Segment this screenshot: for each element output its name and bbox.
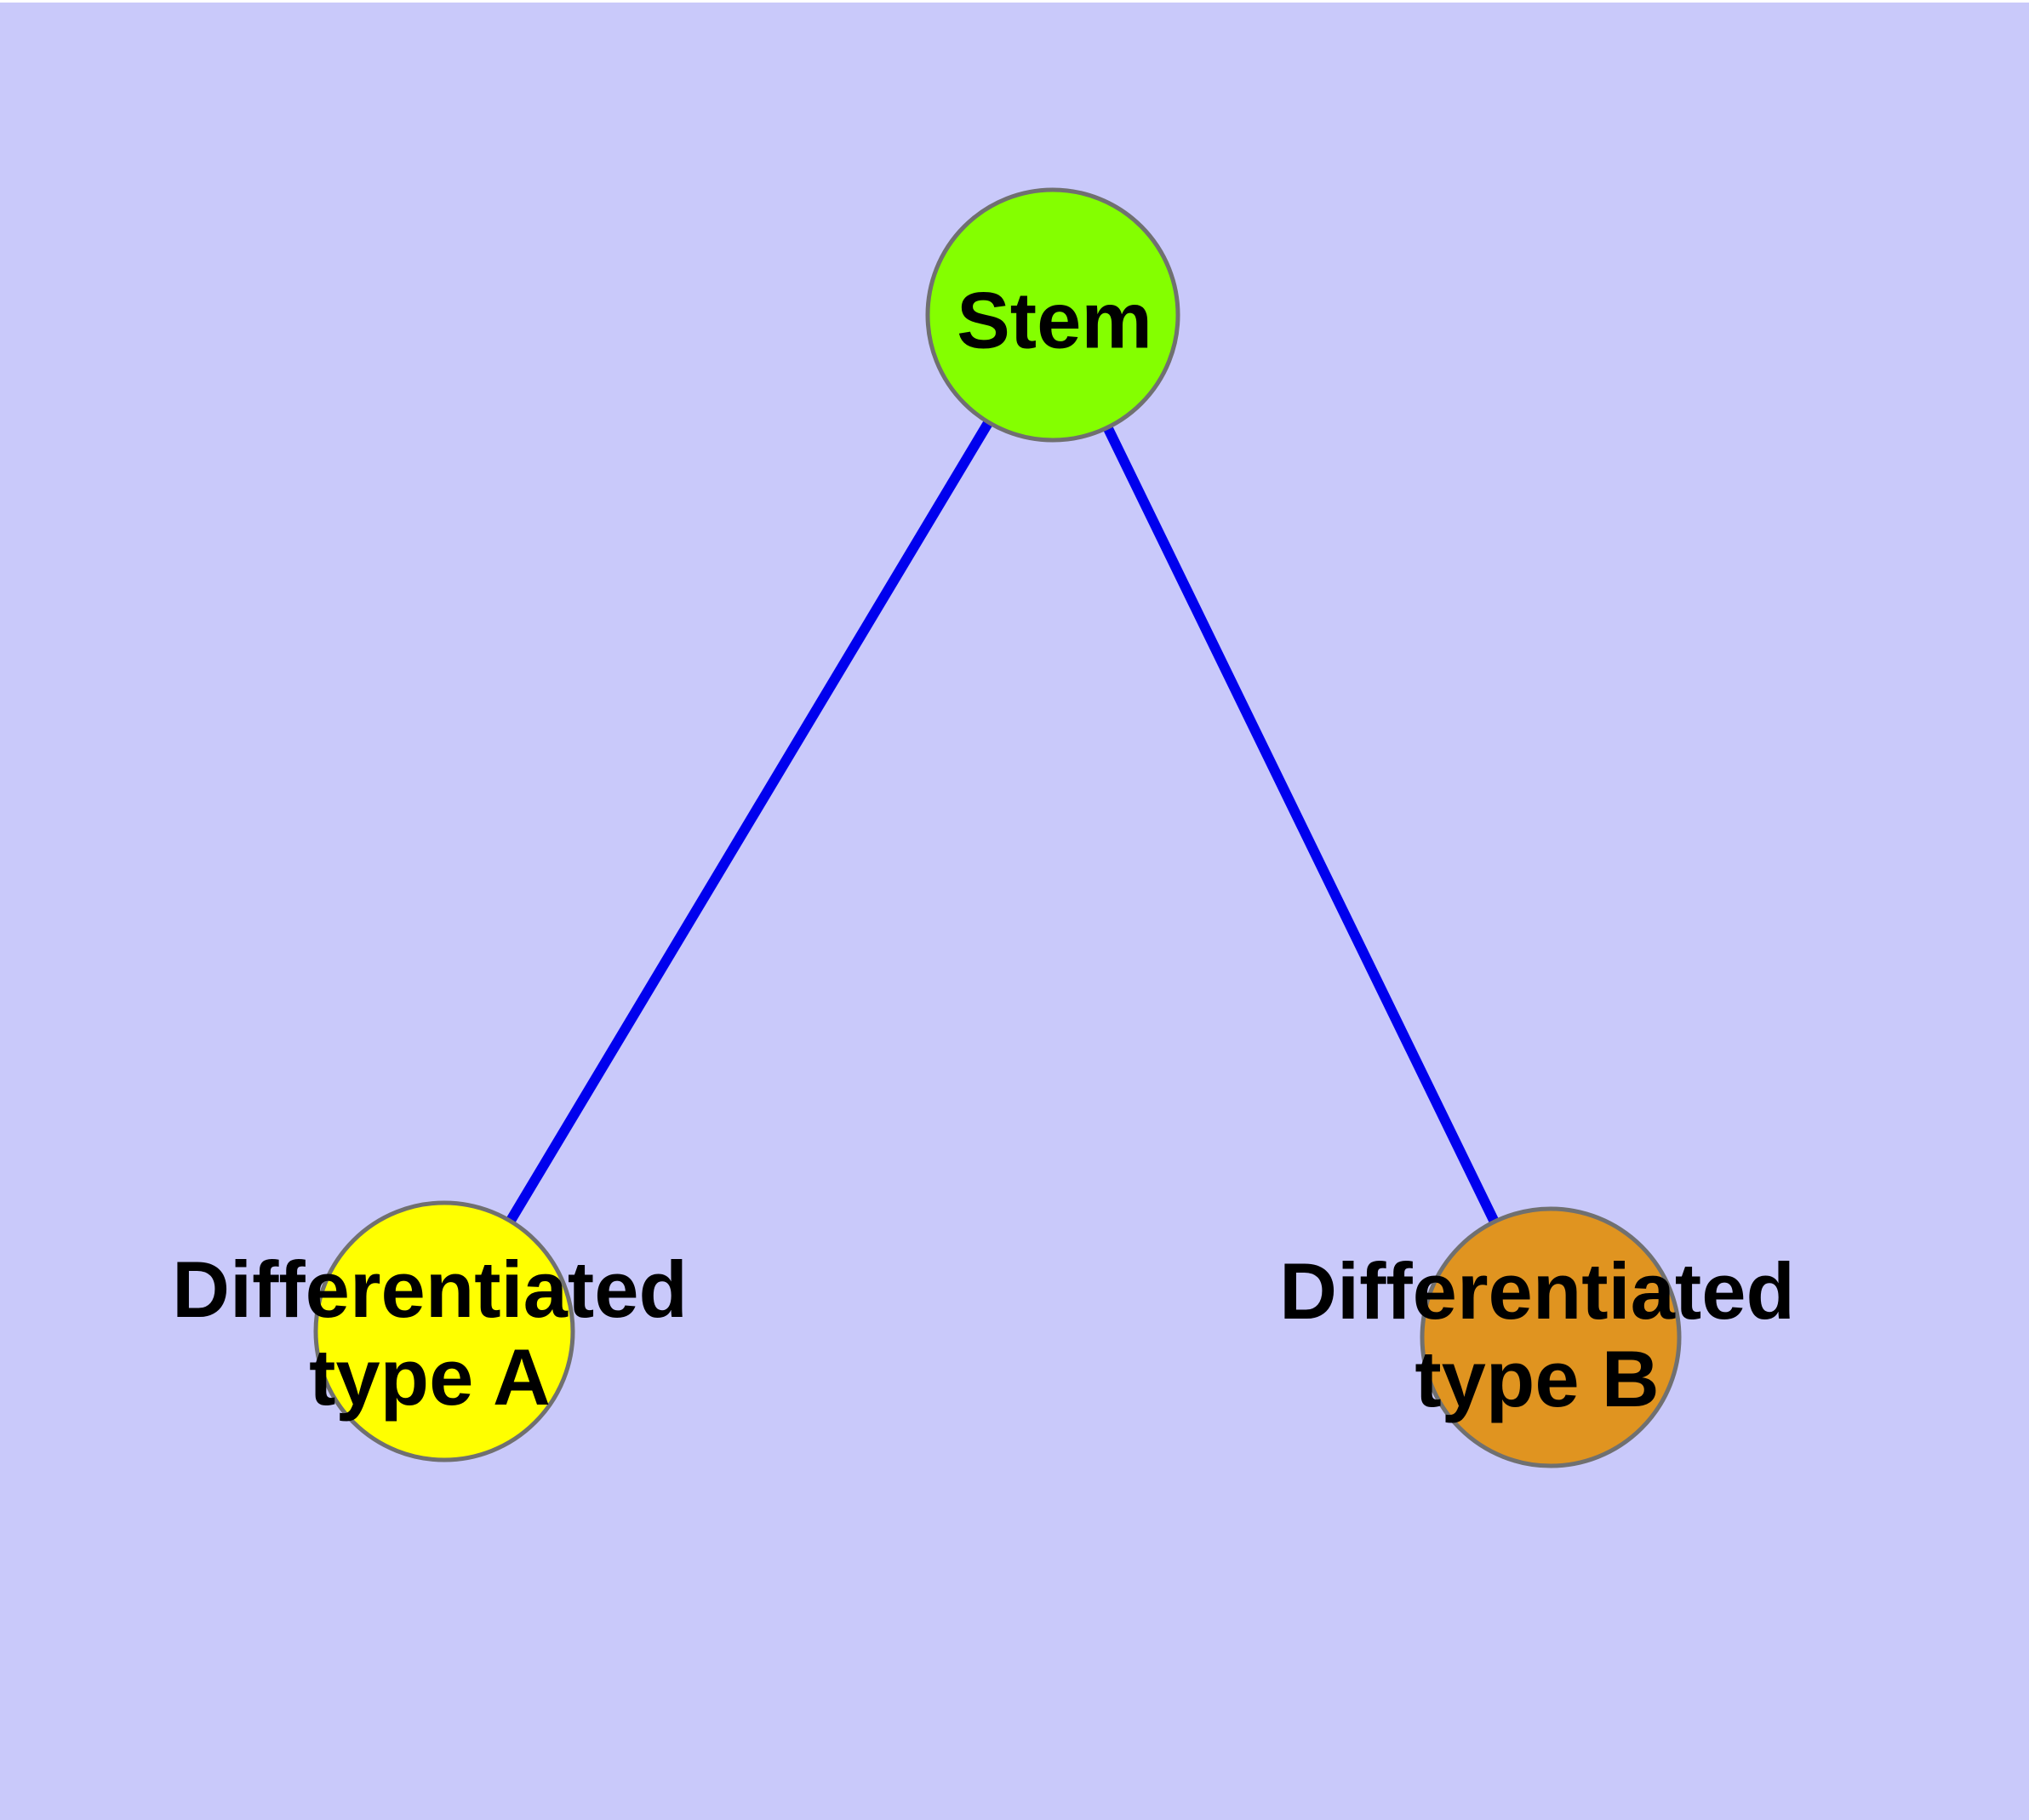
edge-stem-to-type-b	[1048, 312, 1556, 1340]
edge-stem-to-type-a	[439, 312, 1058, 1335]
node-differentiated-type-b-label: Differentiated type B	[1279, 1246, 1795, 1423]
node-differentiated-type-a-label: Differentiated type A	[172, 1245, 688, 1422]
node-differentiated-type-b	[1420, 1206, 1682, 1468]
node-stem-label: Stem	[957, 275, 1152, 365]
node-stem	[925, 187, 1180, 443]
node-differentiated-type-a	[313, 1200, 575, 1462]
